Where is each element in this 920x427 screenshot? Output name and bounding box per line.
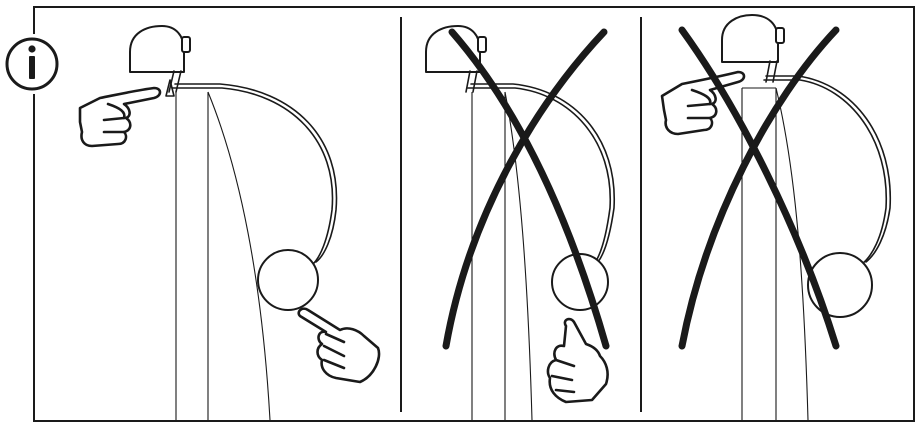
pointing-hand-icon (660, 70, 746, 136)
pointing-hand-icon (297, 307, 381, 384)
seat-back (175, 91, 271, 421)
incorrect-cross-icon (442, 28, 610, 350)
headrest (721, 14, 785, 83)
info-badge (4, 34, 64, 94)
belt-routing (165, 79, 338, 311)
raised-hand-icon (546, 317, 609, 404)
incorrect-cross-icon (678, 26, 840, 350)
panel-incorrect-1 (425, 25, 615, 421)
panel-correct (78, 25, 381, 421)
belt-retractor (257, 249, 319, 311)
headrest (425, 25, 487, 93)
headrest (129, 25, 191, 93)
panel-incorrect-2 (660, 14, 891, 421)
info-icon (5, 37, 59, 91)
pointing-hand-icon (78, 86, 162, 148)
seat-back (741, 87, 809, 421)
